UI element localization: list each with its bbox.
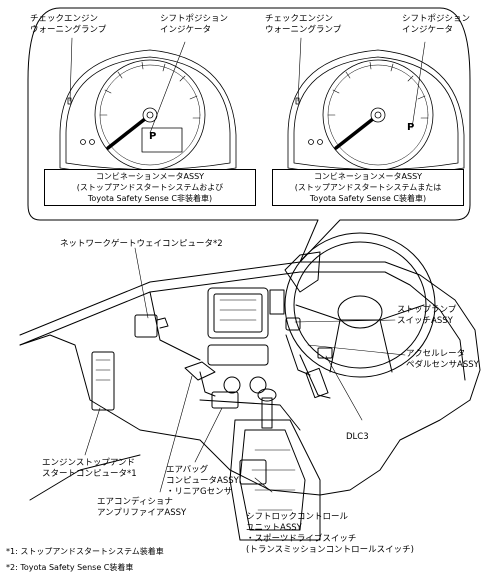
left-shift-indicator-line1: シフトポジション [160, 14, 229, 24]
callout-frame [27, 7, 471, 263]
right-meter-box-line3: Toyota Safety Sense C装着車) [309, 194, 427, 203]
engine-stop-start-line2: スタートコンピュータ*1 [42, 469, 137, 479]
aircon-amp-line2: アンプリファイアASSY [97, 508, 187, 518]
stop-lamp-switch-line2: スイッチASSY [397, 316, 453, 326]
aircon-amp-line1: エアコンディショナ [97, 497, 173, 507]
dashboard-drawing [19, 232, 481, 541]
accel-sensor-line2: ペダルセンサASSY [406, 360, 479, 370]
engine-stop-start-unit [91, 351, 115, 411]
leader-lines [84, 247, 406, 493]
left-meter-box-line3: Toyota Safety Sense C非装着車) [87, 194, 213, 203]
airbag-computer-unit [211, 391, 239, 409]
right-meter-box-line2: (ストップアンドスタートシステムまたは [294, 183, 442, 192]
aircon-amp-label: エアコンディショナ アンプリファイアASSY [97, 497, 186, 519]
left-combination-meter [59, 49, 237, 176]
right-warning-lamp-label: チェックエンジン ウォーニングランプ [265, 14, 341, 36]
engine-stop-start-label: エンジンストップアンド スタートコンピュータ*1 [42, 458, 137, 480]
left-warning-lamp-line1: チェックエンジン [30, 14, 99, 24]
shift-lock-line1: シフトロックコントロール [246, 512, 349, 522]
right-combination-meter [287, 49, 465, 176]
stop-lamp-switch-label: ストップランプ スイッチASSY [397, 305, 456, 327]
network-gateway-unit [134, 314, 169, 338]
right-shift-indicator-line2: インジケータ [402, 25, 454, 35]
aircon-amplifier-unit [184, 361, 216, 397]
right-meter-box-line1: コンビネーションメータASSY [313, 172, 423, 181]
airbag-line1: エアバッグ [166, 465, 209, 475]
left-meter-box: コンビネーションメータASSY (ストップアンドスタートシステムおよび Toyo… [44, 169, 256, 206]
shift-lock-label: シフトロックコントロール ユニットASSY ・スポーツドライブスイッチ (トラン… [246, 512, 414, 556]
dlc3-label: DLC3 [346, 432, 369, 442]
right-warning-lamp-line1: チェックエンジン [265, 14, 334, 24]
shift-lock-line2: ユニットASSY [246, 523, 302, 533]
dlc3-connector [317, 347, 333, 359]
airbag-line2: コンピュータASSY [166, 476, 239, 486]
left-shift-letter: P [149, 131, 157, 142]
stop-lamp-switch-line1: ストップランプ [397, 305, 457, 315]
accel-sensor-line1: アクセルレータ [406, 349, 466, 359]
left-meter-box-line2: (ストップアンドスタートシステムおよび [76, 183, 224, 192]
right-shift-letter: P [407, 122, 415, 133]
left-meter-box-line1: コンビネーションメータASSY [95, 172, 205, 181]
shift-lock-line4: (トランスミッションコントロールスイッチ) [246, 545, 414, 555]
shift-lock-line3: ・スポーツドライブスイッチ [246, 534, 357, 544]
network-gateway-label: ネットワークゲートウェイコンピュータ*2 [60, 239, 223, 249]
right-shift-indicator-label: シフトポジション インジケータ [402, 14, 470, 36]
left-warning-lamp-line2: ウォーニングランプ [30, 25, 107, 35]
left-warning-lamp-label: チェックエンジン ウォーニングランプ [30, 14, 106, 36]
footnote-1: *1: ストップアンドスタートシステム装着車 [6, 547, 164, 556]
left-shift-indicator-line2: インジケータ [160, 25, 212, 35]
right-shift-indicator-line1: シフトポジション [402, 14, 471, 24]
accel-sensor-label: アクセルレータ ペダルセンサASSY [406, 349, 479, 371]
stop-lamp-switch-unit [285, 317, 301, 331]
shift-lock-unit [239, 459, 267, 485]
right-meter-box: コンビネーションメータASSY (ストップアンドスタートシステムまたは Toyo… [272, 169, 464, 206]
footnote-2: *2: Toyota Safety Sense C装着車 [6, 563, 134, 572]
airbag-line3: ・リニアGセンサ [166, 487, 233, 497]
right-warning-lamp-line2: ウォーニングランプ [265, 25, 342, 35]
engine-stop-start-line1: エンジンストップアンド [42, 458, 135, 468]
airbag-label: エアバッグ コンピュータASSY ・リニアGセンサ [166, 465, 239, 498]
left-shift-indicator-label: シフトポジション インジケータ [160, 14, 228, 36]
